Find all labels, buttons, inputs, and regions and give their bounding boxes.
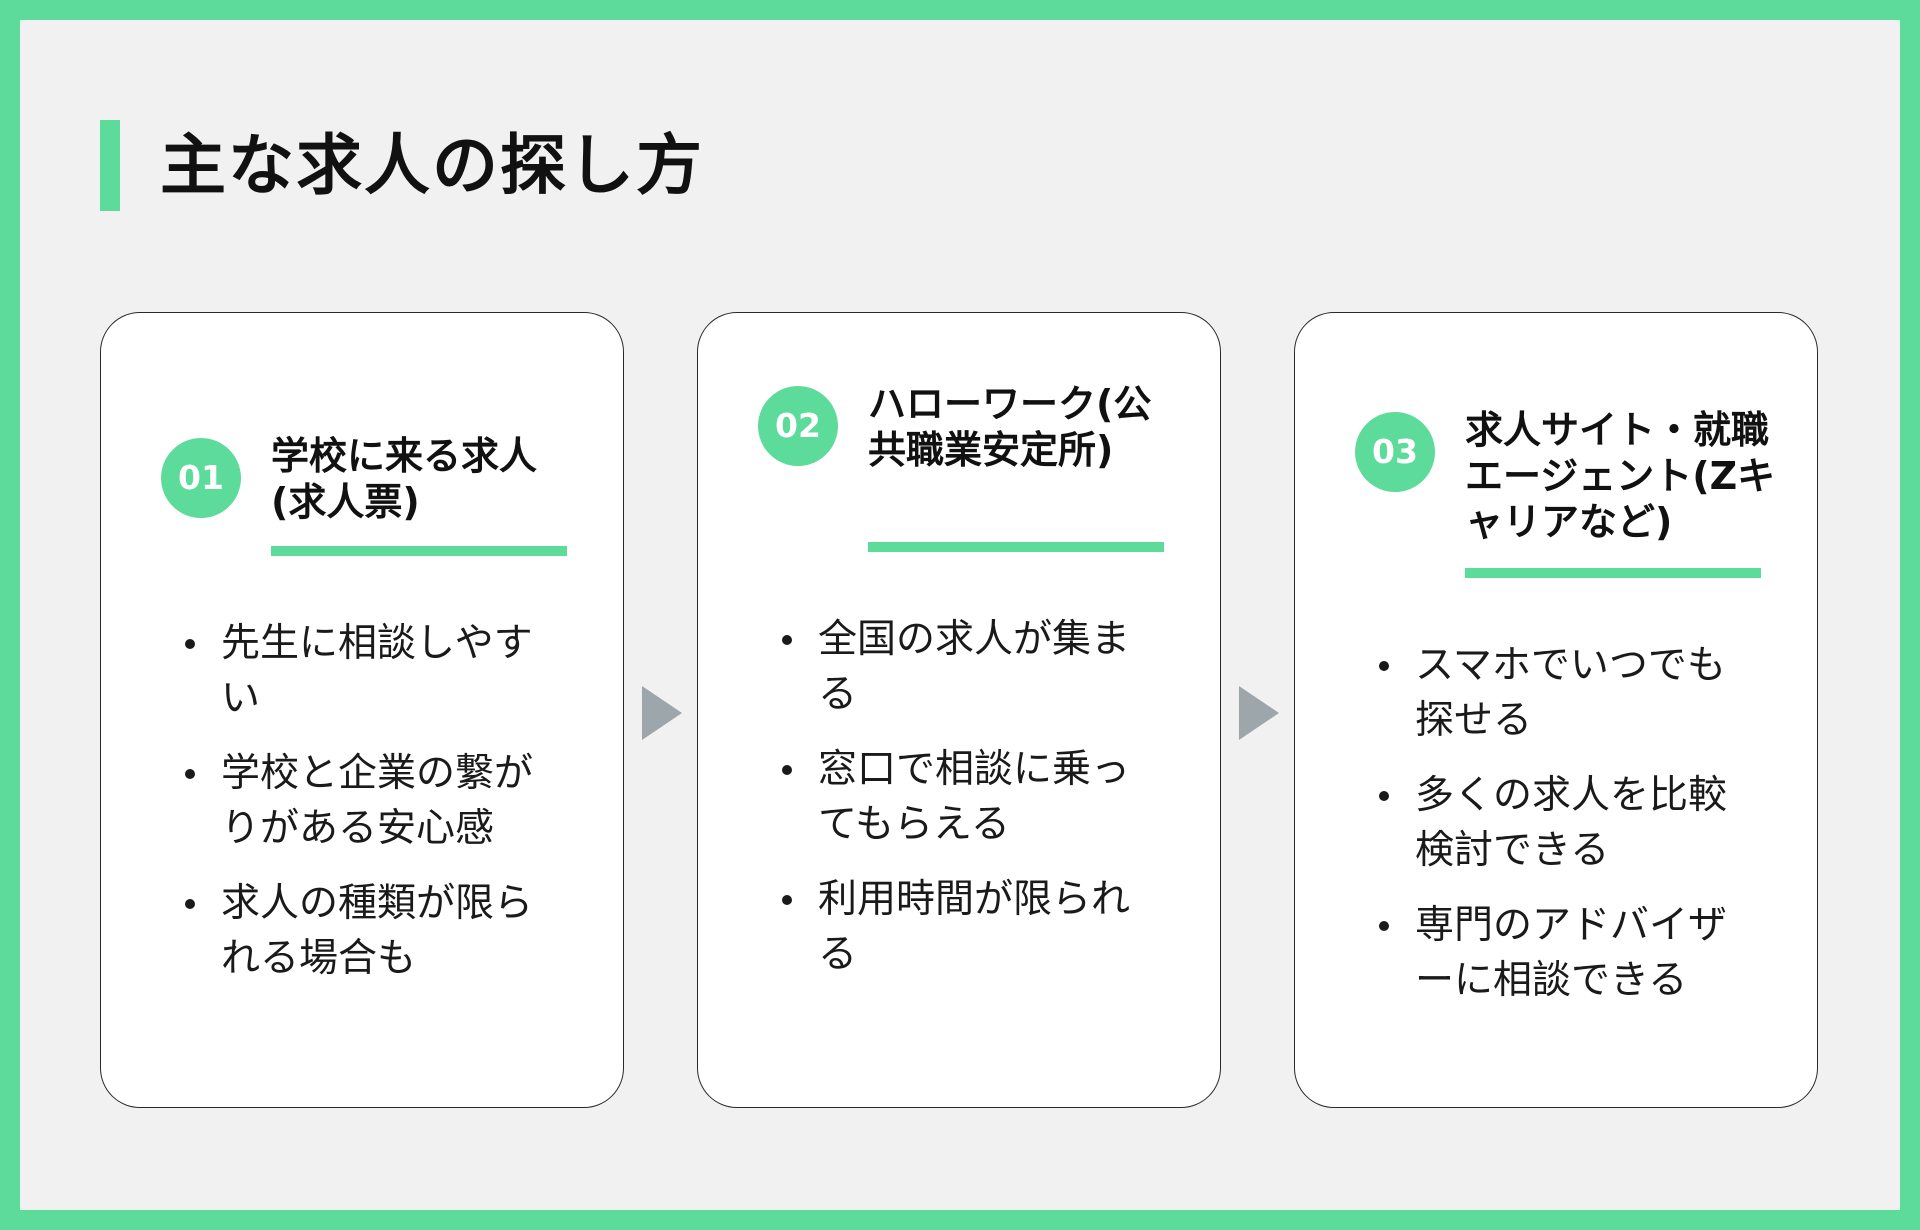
step-number-badge: 02 xyxy=(758,386,838,466)
list-item: 全国の求人が集まる xyxy=(778,612,1158,722)
step-number-badge: 03 xyxy=(1355,412,1435,492)
card-heading: ハローワーク(公共職業安定所) xyxy=(868,382,1152,472)
bullet-dot-icon xyxy=(782,895,792,905)
card-job-sites-agents: 03 求人サイト・就職エージェント(Zキャリアなど) スマホでいつでも探せる 多… xyxy=(1294,312,1818,1108)
triangle-right-icon xyxy=(642,686,682,740)
heading-underline xyxy=(1465,568,1761,578)
feature-list: スマホでいつでも探せる 多くの求人を比較検討できる 専門のアドバイザーに相談でき… xyxy=(1375,638,1755,1028)
card-school-job-listings: 01 学校に来る求人(求人票) 先生に相談しやすい 学校と企業の繋がりがある安心… xyxy=(100,312,624,1108)
feature-list: 先生に相談しやすい 学校と企業の繋がりがある安心感 求人の種類が限られる場合も xyxy=(181,616,561,1006)
step-number-badge: 01 xyxy=(161,438,241,518)
bullet-dot-icon xyxy=(185,899,195,909)
list-item: 求人の種類が限られる場合も xyxy=(181,876,561,986)
list-item: スマホでいつでも探せる xyxy=(1375,638,1755,748)
bullet-dot-icon xyxy=(1379,791,1389,801)
list-item: 学校と企業の繋がりがある安心感 xyxy=(181,746,561,856)
card-heading: 求人サイト・就職エージェント(Zキャリアなど) xyxy=(1465,408,1776,544)
list-item: 窓口で相談に乗ってもらえる xyxy=(778,742,1158,852)
feature-list: 全国の求人が集まる 窓口で相談に乗ってもらえる 利用時間が限られる xyxy=(778,612,1158,1002)
heading-underline xyxy=(868,542,1164,552)
list-item: 利用時間が限られる xyxy=(778,872,1158,982)
bullet-dot-icon xyxy=(185,769,195,779)
list-item: 専門のアドバイザーに相談できる xyxy=(1375,898,1755,1008)
card-hello-work: 02 ハローワーク(公共職業安定所) 全国の求人が集まる 窓口で相談に乗ってもら… xyxy=(697,312,1221,1108)
bullet-dot-icon xyxy=(1379,661,1389,671)
bullet-dot-icon xyxy=(1379,921,1389,931)
card-heading: 学校に来る求人(求人票) xyxy=(271,434,538,524)
title-accent-bar xyxy=(100,120,120,211)
bullet-dot-icon xyxy=(185,639,195,649)
list-item: 多くの求人を比較検討できる xyxy=(1375,768,1755,878)
page-title: 主な求人の探し方 xyxy=(160,127,704,204)
list-item: 先生に相談しやすい xyxy=(181,616,561,726)
bullet-dot-icon xyxy=(782,635,792,645)
triangle-right-icon xyxy=(1239,686,1279,740)
heading-underline xyxy=(271,546,567,556)
bullet-dot-icon xyxy=(782,765,792,775)
